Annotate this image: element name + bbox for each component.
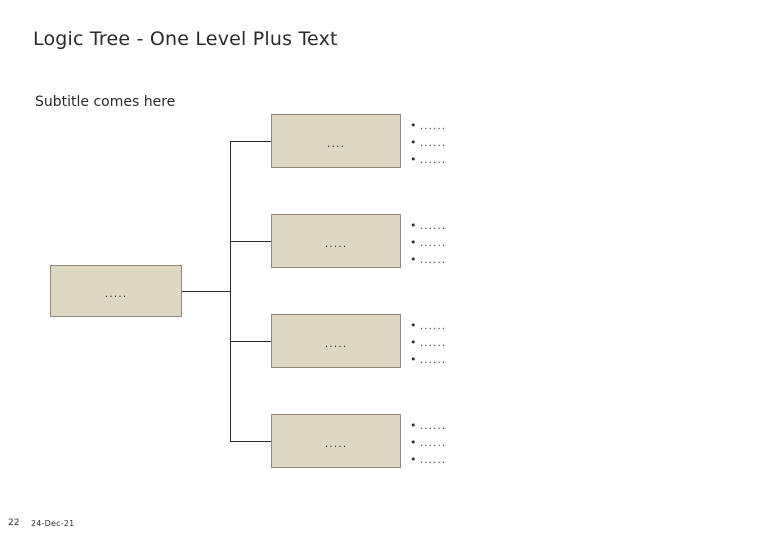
bullet-group-3: • ...... • ...... • ...... [410, 317, 490, 368]
list-item: • ...... [410, 151, 490, 168]
child-node-box-4[interactable]: ..... [271, 414, 401, 468]
page-title: Logic Tree - One Level Plus Text [33, 28, 338, 50]
bullet-icon: • [410, 453, 417, 466]
connector-branch-1 [230, 141, 271, 142]
bullet-icon: • [410, 153, 417, 166]
child-node-box-2[interactable]: ..... [271, 214, 401, 268]
bullet-group-4: • ...... • ...... • ...... [410, 417, 490, 468]
bullet-icon: • [410, 236, 417, 249]
list-item: • ...... [410, 234, 490, 251]
bullet-text: ...... [420, 138, 447, 149]
bullet-group-2: • ...... • ...... • ...... [410, 217, 490, 268]
bullet-icon: • [410, 253, 417, 266]
bullet-icon: • [410, 419, 417, 432]
bullet-text: ...... [420, 438, 447, 449]
list-item: • ...... [410, 334, 490, 351]
list-item: • ...... [410, 134, 490, 151]
bullet-icon: • [410, 119, 417, 132]
bullet-text: ...... [420, 238, 447, 249]
bullet-icon: • [410, 336, 417, 349]
list-item: • ...... [410, 251, 490, 268]
root-node-label: ..... [104, 286, 128, 300]
bullet-icon: • [410, 353, 417, 366]
bullet-text: ...... [420, 455, 447, 466]
connector-trunk-horizontal [182, 291, 231, 292]
bullet-text: ...... [420, 121, 447, 132]
list-item: • ...... [410, 117, 490, 134]
list-item: • ...... [410, 217, 490, 234]
connector-trunk-vertical [230, 141, 231, 442]
child-node-label-1: .... [327, 136, 345, 150]
bullet-icon: • [410, 219, 417, 232]
child-node-box-1[interactable]: .... [271, 114, 401, 168]
bullet-text: ...... [420, 338, 447, 349]
connector-branch-2 [230, 241, 271, 242]
list-item: • ...... [410, 417, 490, 434]
child-node-label-2: ..... [324, 236, 348, 250]
list-item: • ...... [410, 351, 490, 368]
list-item: • ...... [410, 434, 490, 451]
connector-branch-4 [230, 441, 271, 442]
bullet-text: ...... [420, 221, 447, 232]
bullet-icon: • [410, 436, 417, 449]
bullet-icon: • [410, 136, 417, 149]
list-item: • ...... [410, 317, 490, 334]
page-subtitle: Subtitle comes here [35, 94, 176, 110]
bullet-text: ...... [420, 421, 447, 432]
child-node-box-3[interactable]: ..... [271, 314, 401, 368]
bullet-text: ...... [420, 255, 447, 266]
bullet-icon: • [410, 319, 417, 332]
bullet-text: ...... [420, 321, 447, 332]
bullet-text: ...... [420, 355, 447, 366]
child-node-label-3: ..... [324, 336, 348, 350]
page-number: 22 [8, 518, 20, 528]
bullet-group-1: • ...... • ...... • ...... [410, 117, 490, 168]
child-node-label-4: ..... [324, 436, 348, 450]
bullet-text: ...... [420, 155, 447, 166]
root-node-box[interactable]: ..... [50, 265, 182, 317]
list-item: • ...... [410, 451, 490, 468]
footer-date: 24-Dec-21 [31, 519, 75, 528]
connector-branch-3 [230, 341, 271, 342]
